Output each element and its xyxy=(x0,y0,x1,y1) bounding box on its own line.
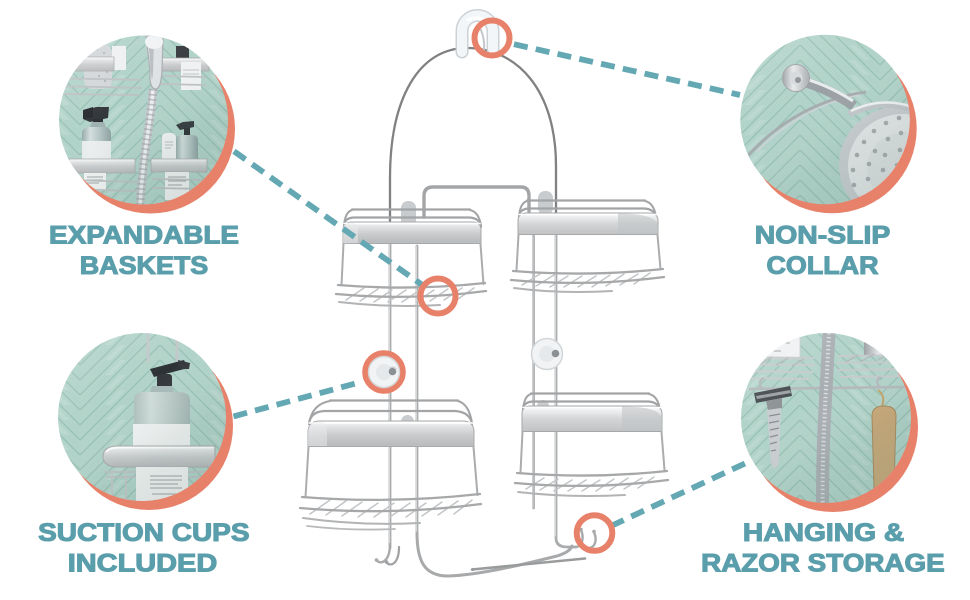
svg-text:COLLAR: COLLAR xyxy=(767,252,879,280)
svg-text:HANGING &: HANGING & xyxy=(743,519,904,547)
svg-text:INCLUDED: INCLUDED xyxy=(68,550,218,578)
svg-text:SUCTION CUPS: SUCTION CUPS xyxy=(38,519,249,547)
svg-text:NON-SLIP: NON-SLIP xyxy=(755,222,891,250)
svg-text:EXPANDABLE: EXPANDABLE xyxy=(49,222,239,250)
svg-text:BASKETS: BASKETS xyxy=(80,252,209,280)
svg-text:RAZOR STORAGE: RAZOR STORAGE xyxy=(701,550,945,578)
